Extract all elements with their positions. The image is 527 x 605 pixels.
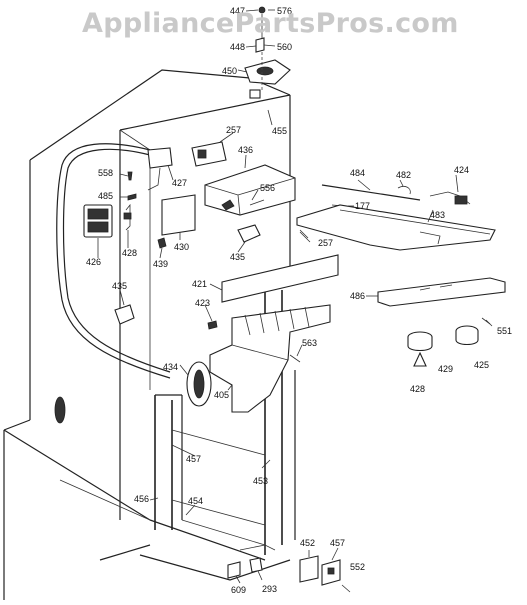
callout-482: 482 <box>396 170 411 180</box>
callout-486: 486 <box>350 291 365 301</box>
callout-labels: 447 576 448 560 450 257 455 436 558 427 … <box>86 6 512 595</box>
callout-429: 429 <box>438 364 453 374</box>
callout-560: 560 <box>277 42 292 52</box>
callout-177: 177 <box>355 201 370 211</box>
callout-551: 551 <box>497 326 512 336</box>
callout-425: 425 <box>474 360 489 370</box>
callout-421: 421 <box>192 279 207 289</box>
callout-405: 405 <box>214 390 229 400</box>
callout-439: 439 <box>153 259 168 269</box>
callout-456: 456 <box>134 494 149 504</box>
callout-563: 563 <box>302 338 317 348</box>
callout-454: 454 <box>188 496 203 506</box>
callout-483: 483 <box>430 210 445 220</box>
callout-609: 609 <box>231 585 246 595</box>
callout-447: 447 <box>230 6 245 16</box>
callout-558: 558 <box>98 168 113 178</box>
callout-434: 434 <box>163 362 178 372</box>
bottom-hardware <box>227 544 351 593</box>
callout-436: 436 <box>238 145 253 155</box>
callout-457-right: 457 <box>330 538 345 548</box>
upper-interior-parts <box>83 141 309 325</box>
callout-428-upper: 428 <box>122 248 137 258</box>
callout-556: 556 <box>260 183 275 193</box>
callout-448: 448 <box>230 42 245 52</box>
callout-484: 484 <box>350 168 365 178</box>
lower-interior-parts <box>186 254 339 413</box>
callout-424: 424 <box>454 165 469 175</box>
watermark-logo: AppliancePartsPros.com <box>82 8 459 39</box>
damper-control-assembly <box>244 6 291 99</box>
cabinet-outline <box>3 69 291 600</box>
callout-552: 552 <box>350 562 365 572</box>
right-side-parts <box>296 184 506 367</box>
leader-lines <box>97 9 493 584</box>
callout-435-lower: 435 <box>112 281 127 291</box>
callout-457-left: 457 <box>186 454 201 464</box>
callout-435-upper: 435 <box>230 252 245 262</box>
callout-450: 450 <box>222 66 237 76</box>
callout-427: 427 <box>172 178 187 188</box>
callout-430: 430 <box>174 242 189 252</box>
callout-257-top: 257 <box>226 125 241 135</box>
callout-293: 293 <box>262 584 277 594</box>
callout-426: 426 <box>86 257 101 267</box>
callout-485: 485 <box>98 191 113 201</box>
callout-452: 452 <box>300 538 315 548</box>
callout-453: 453 <box>253 476 268 486</box>
callout-257-mid: 257 <box>318 238 333 248</box>
callout-423: 423 <box>195 298 210 308</box>
callout-455: 455 <box>272 126 287 136</box>
callout-428-lower: 428 <box>410 384 425 394</box>
callout-576: 576 <box>277 6 292 16</box>
